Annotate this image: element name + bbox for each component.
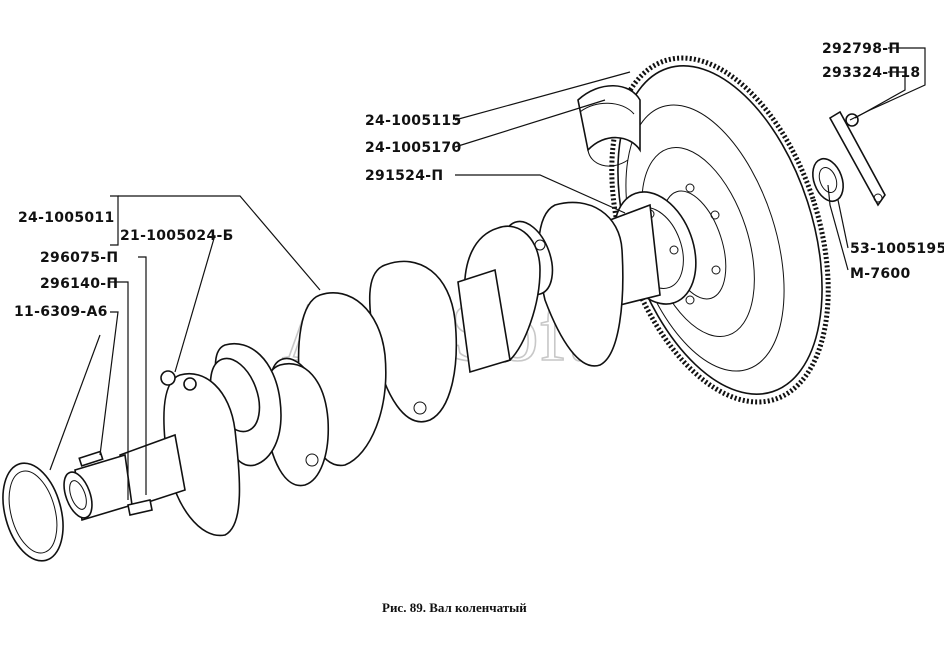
label-1: 24-1005115 <box>365 113 461 129</box>
front-washer <box>2 462 64 562</box>
flywheel <box>609 55 831 405</box>
label-11: 53-1005195 <box>850 241 944 257</box>
crankshaft <box>63 191 697 537</box>
label-5: 21-1005024-Б <box>120 228 234 244</box>
label-12: М-7600 <box>850 266 911 282</box>
leader-lines <box>49 47 926 500</box>
label-7: 296140-П <box>40 276 118 292</box>
label-9: 292798-П <box>822 41 900 57</box>
label-8: 11-6309-А6 <box>14 304 108 320</box>
pilot-bearing <box>812 157 844 203</box>
label-3: 291524-П <box>365 168 443 184</box>
label-4: 24-1005011 <box>18 210 114 226</box>
bearing-shell <box>577 85 641 167</box>
figure-caption: Рис. 89. Вал коленчатый <box>382 600 527 615</box>
label-6: 296075-П <box>40 250 118 266</box>
label-2: 24-1005170 <box>365 140 461 156</box>
locking-plate <box>828 110 886 207</box>
label-10: 293324-П18 <box>822 65 920 81</box>
